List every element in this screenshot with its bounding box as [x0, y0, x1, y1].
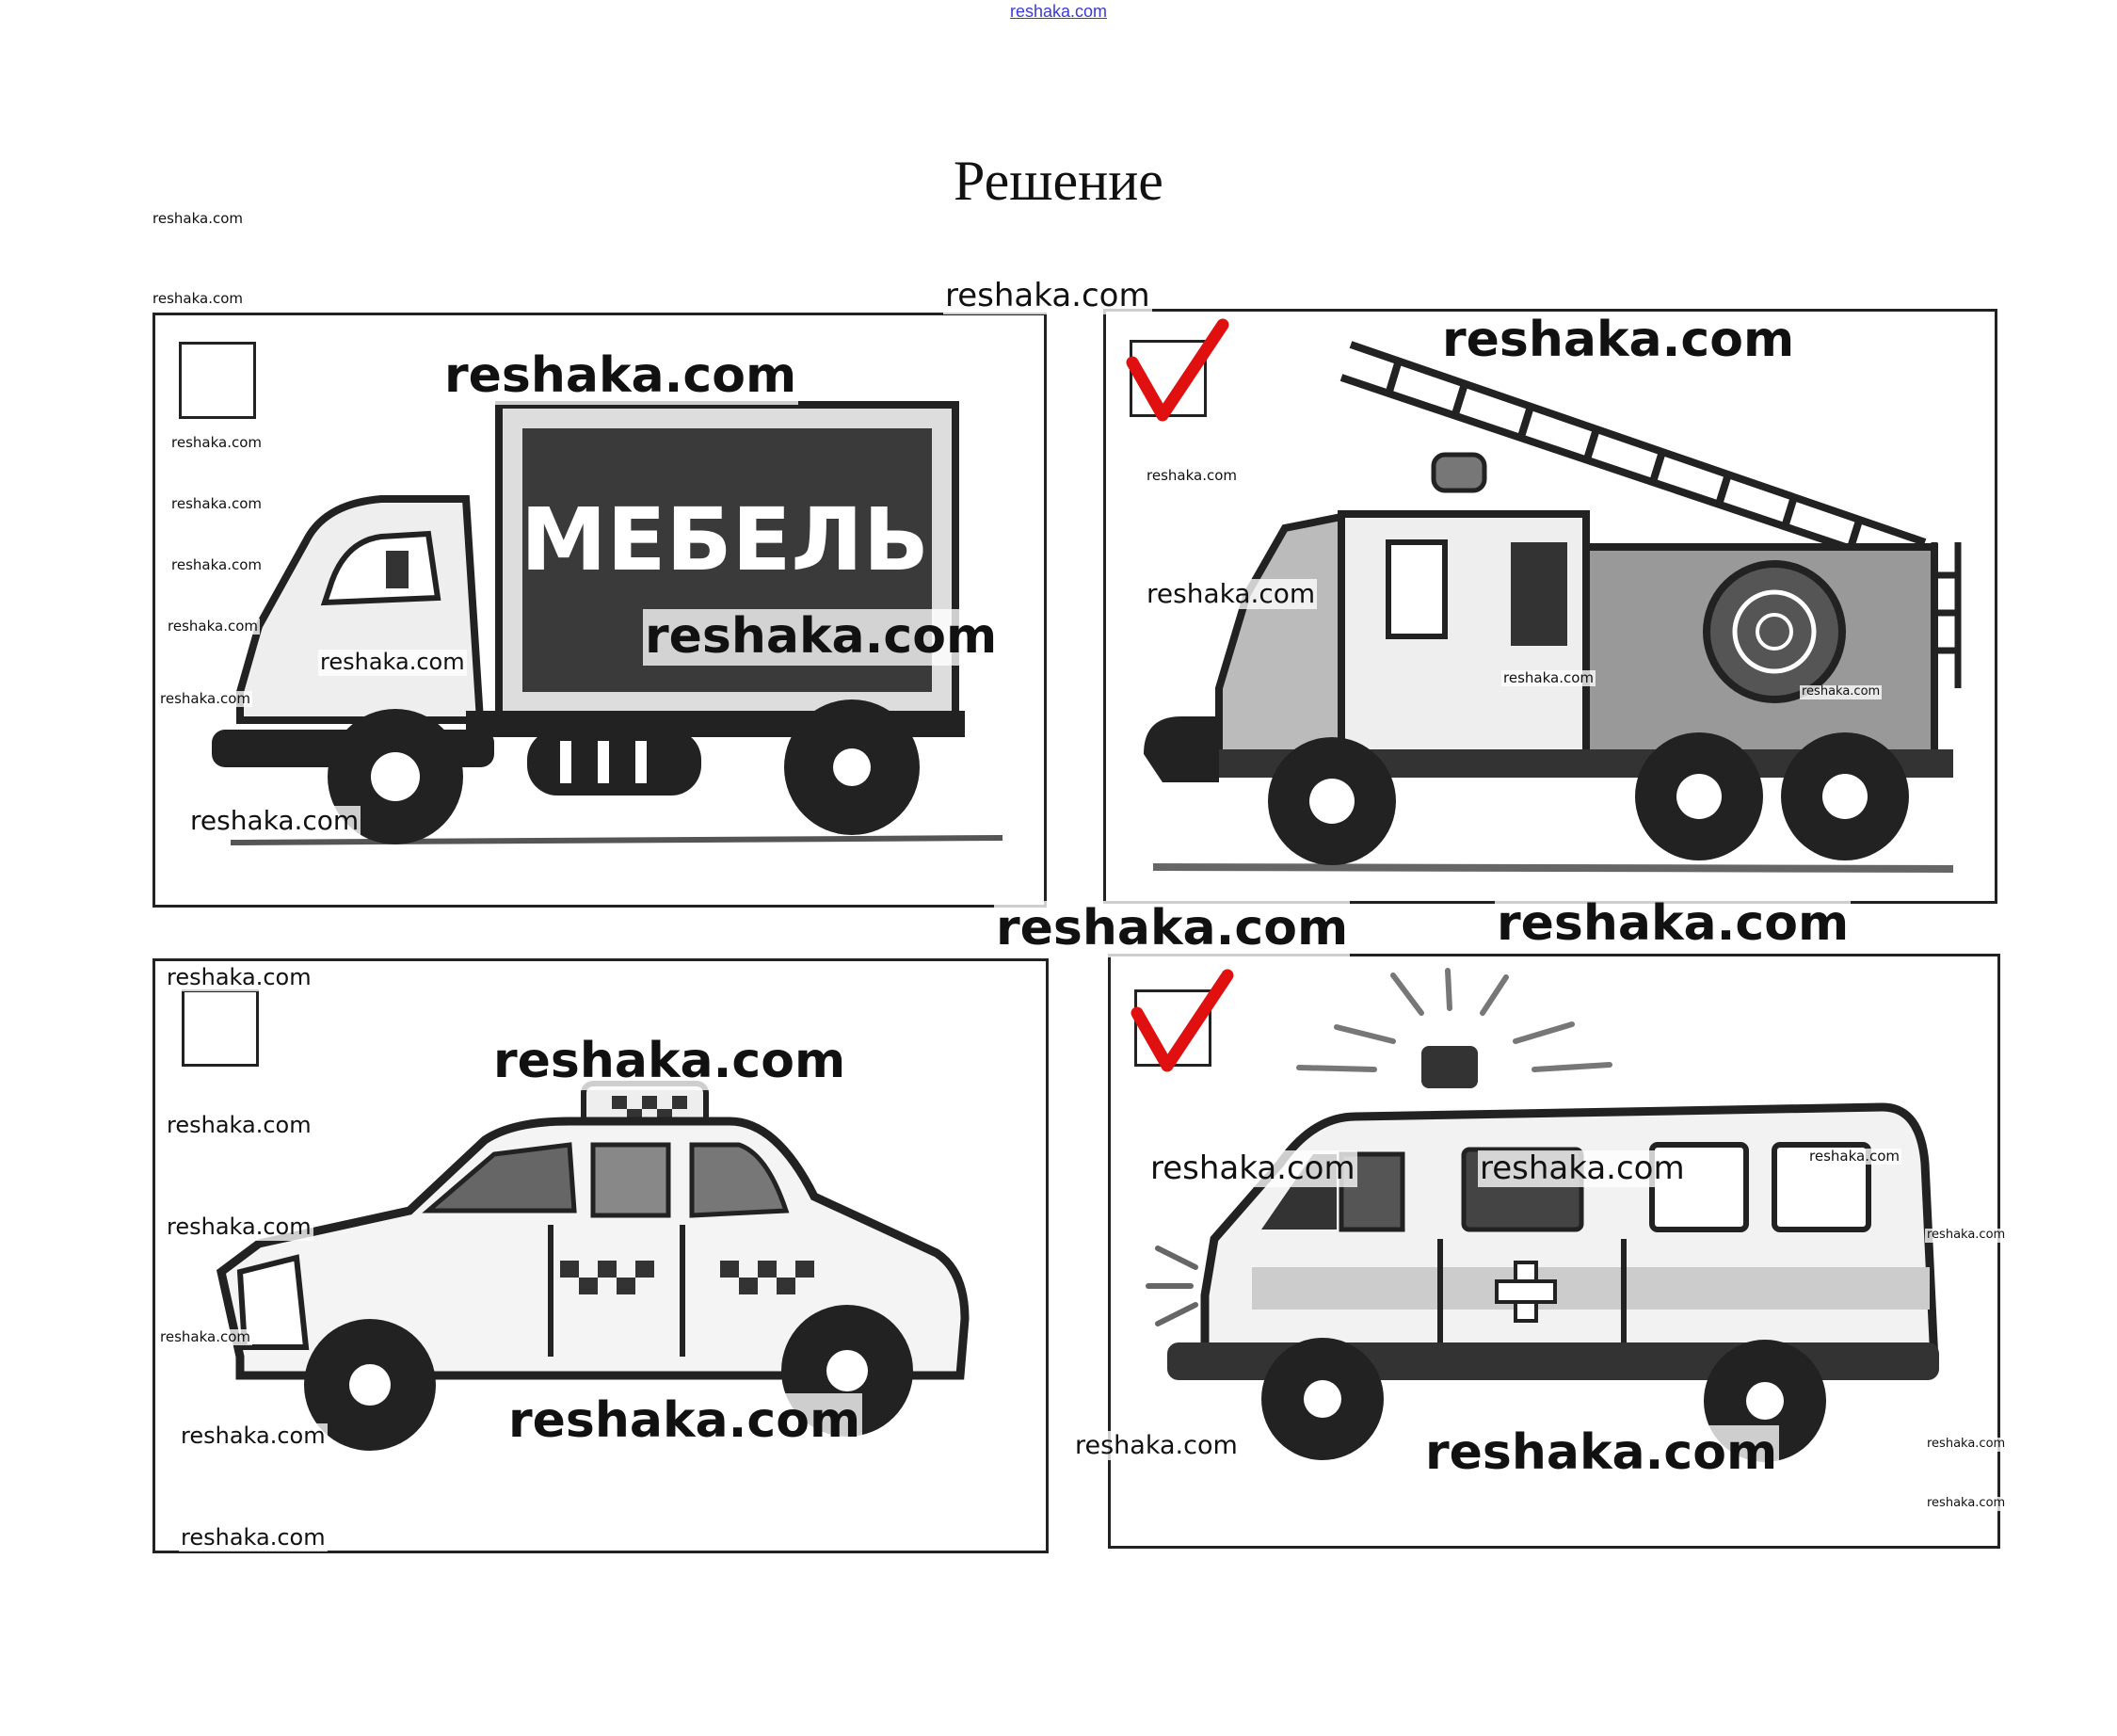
watermark-text: reshaka.com	[165, 1112, 313, 1139]
watermark-text: reshaka.com	[1925, 1228, 2008, 1243]
watermark-text: reshaka.com	[1501, 669, 1596, 687]
watermark-text: reshaka.com	[1145, 578, 1318, 610]
furniture-sign: МЕБЕЛЬ	[521, 490, 929, 590]
watermark-text: reshaka.com	[1145, 467, 1239, 485]
watermark-text: reshaka.com	[491, 1033, 848, 1090]
top-site-link[interactable]: reshaka.com	[1009, 2, 1108, 21]
watermark-text: reshaka.com	[1495, 895, 1852, 953]
watermark-text: reshaka.com	[1440, 312, 1797, 369]
page-title: Решение	[954, 150, 1163, 212]
watermark-text: reshaka.com	[151, 210, 245, 228]
watermark-text: reshaka.com	[506, 1392, 863, 1450]
ambulance-illustration	[1146, 968, 1939, 1462]
watermark-text: reshaka.com	[166, 618, 260, 635]
watermark-text: reshaka.com	[158, 690, 252, 708]
watermark-text: reshaka.com	[169, 434, 264, 452]
checkmark-icon	[1126, 318, 1229, 422]
watermark-text: reshaka.com	[643, 608, 1000, 666]
watermark-text: reshaka.com	[943, 277, 1152, 315]
checkmark-icon	[1131, 969, 1234, 1072]
watermark-text: reshaka.com	[165, 1214, 313, 1241]
watermark-text: reshaka.com	[1423, 1424, 1780, 1482]
watermark-text: reshaka.com	[158, 1328, 252, 1346]
watermark-text: reshaka.com	[1807, 1148, 1901, 1165]
watermark-text: reshaka.com	[1925, 1496, 2008, 1511]
watermark-text: reshaka.com	[151, 290, 245, 308]
checkbox-furniture-truck[interactable]	[179, 342, 256, 419]
watermark-text: reshaka.com	[1478, 1149, 1687, 1188]
watermark-text: reshaka.com	[188, 805, 361, 837]
panel-taxi	[152, 958, 1049, 1553]
watermark-text: reshaka.com	[169, 556, 264, 574]
watermark-text: reshaka.com	[1073, 1431, 1240, 1461]
watermark-text: reshaka.com	[169, 495, 264, 513]
watermark-text: reshaka.com	[1148, 1149, 1357, 1188]
watermark-text: reshaka.com	[179, 1423, 328, 1450]
watermark-text: reshaka.com	[165, 964, 313, 991]
fire-truck-illustration	[1144, 341, 1962, 873]
watermark-text: reshaka.com	[1800, 684, 1883, 699]
watermark-text: reshaka.com	[1925, 1437, 2008, 1452]
watermark-text: reshaka.com	[994, 900, 1351, 957]
watermark-text: reshaka.com	[318, 649, 467, 676]
watermark-text: reshaka.com	[179, 1524, 328, 1551]
watermark-text: reshaka.com	[442, 347, 799, 405]
